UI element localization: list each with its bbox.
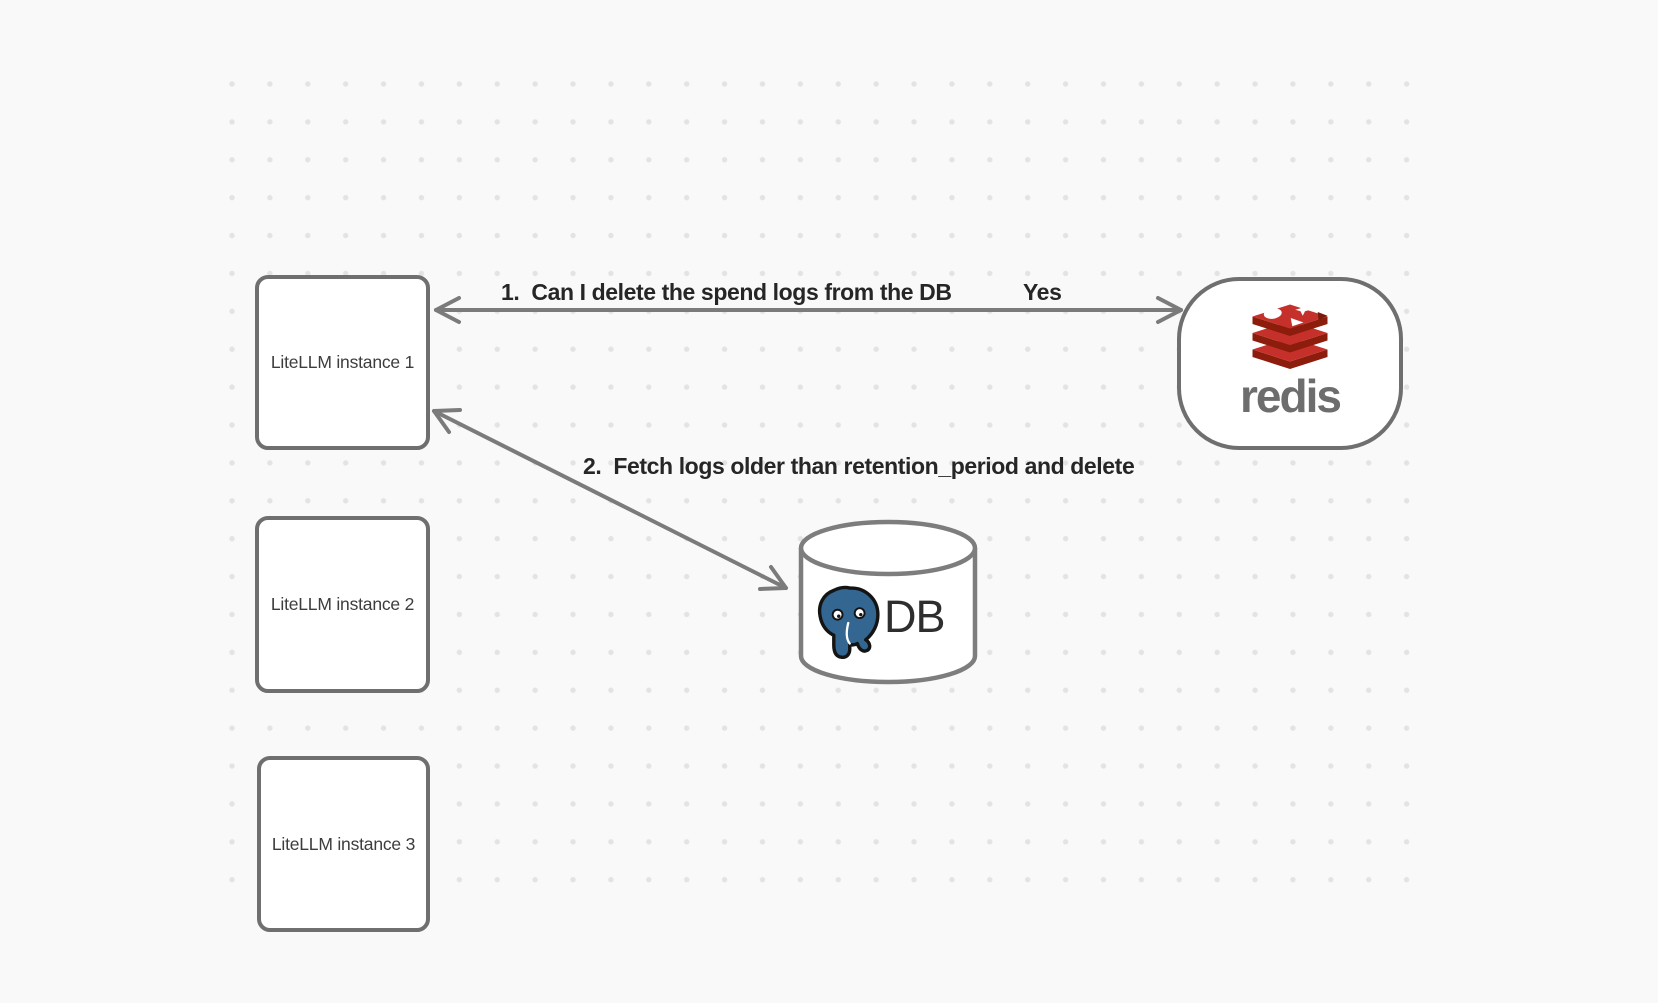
node-redis: redis <box>1177 277 1403 450</box>
node-database: DB <box>797 518 979 688</box>
redis-logo-icon <box>1252 303 1328 369</box>
node-litellm-instance-3: LiteLLM instance 3 <box>257 756 430 932</box>
edge-label-db-cleanup: 2. Fetch logs older than retention_perio… <box>583 453 1135 479</box>
node-label: LiteLLM instance 1 <box>270 352 415 372</box>
node-litellm-instance-1: LiteLLM instance 1 <box>255 275 430 450</box>
edge-label-redis-reply: Yes <box>1023 279 1062 305</box>
db-label: DB <box>884 591 946 642</box>
node-label: LiteLLM instance 2 <box>270 594 415 614</box>
node-litellm-instance-2: LiteLLM instance 2 <box>255 516 430 693</box>
redis-wordmark: redis <box>1240 370 1342 422</box>
node-label: LiteLLM instance 3 <box>271 833 416 854</box>
postgresql-elephant-icon <box>817 585 880 660</box>
edge-label-redis-query: 1. Can I delete the spend logs from the … <box>501 279 952 305</box>
